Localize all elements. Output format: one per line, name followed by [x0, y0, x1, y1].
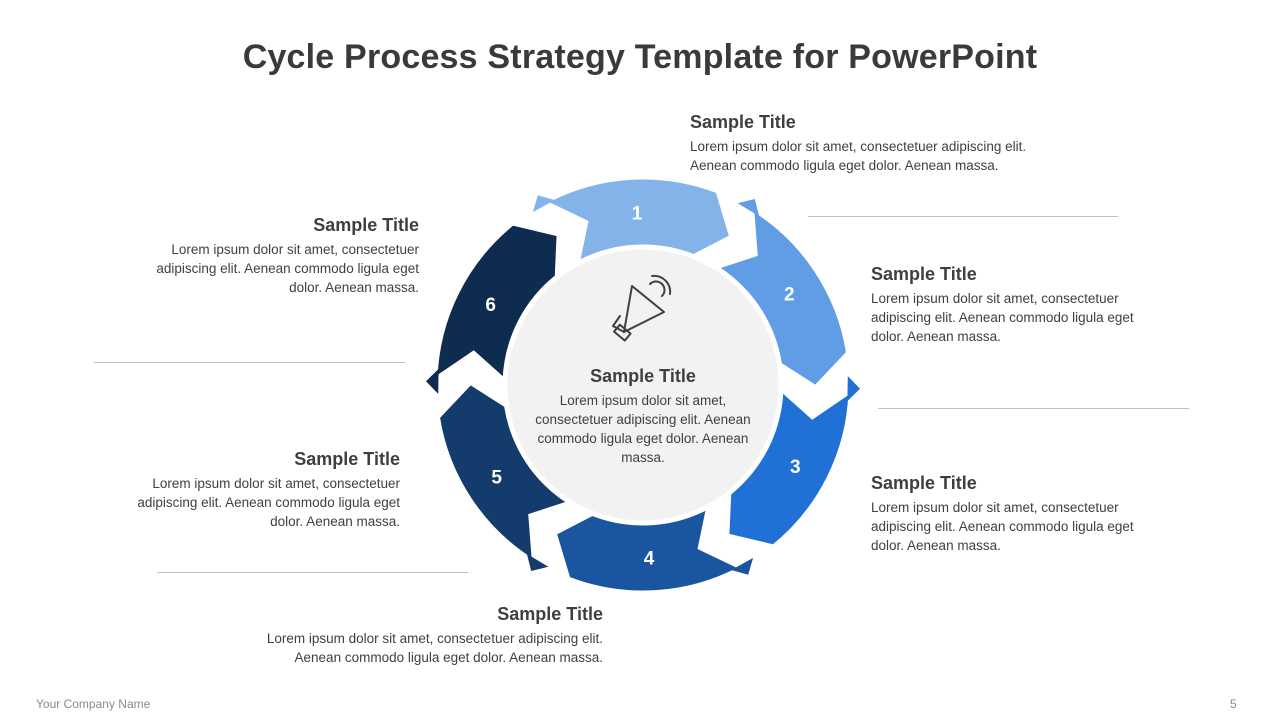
item-3-line-3: dolor. Aenean massa.: [871, 538, 1001, 553]
cycle-marker-4: [731, 557, 754, 575]
item-5-title: Sample Title: [294, 449, 400, 469]
item-5-line-1: Lorem ipsum dolor sit amet, consectetuer: [152, 476, 400, 491]
item-3-line-1: Lorem ipsum dolor sit amet, consectetuer: [871, 500, 1119, 515]
item-3-block: Sample Title Lorem ipsum dolor sit amet,…: [871, 473, 1191, 555]
cycle-marker-2: [737, 199, 760, 217]
divider-5: [94, 362, 405, 363]
item-3-line-2: adipiscing elit. Aenean commodo ligula e…: [871, 519, 1134, 534]
item-1-block: Sample Title Lorem ipsum dolor sit amet,…: [690, 112, 1110, 175]
item-6-block: Sample Title Lorem ipsum dolor sit amet,…: [99, 215, 419, 297]
cycle-marker-3: [847, 376, 860, 402]
item-2-line-3: dolor. Aenean massa.: [871, 329, 1001, 344]
segment-number-4: 4: [644, 548, 655, 569]
item-2-line-2: adipiscing elit. Aenean commodo ligula e…: [871, 310, 1134, 325]
divider-4: [157, 572, 468, 573]
cycle-marker-1: [532, 195, 555, 213]
item-4-block: Sample Title Lorem ipsum dolor sit amet,…: [183, 604, 603, 667]
megaphone-icon: [612, 274, 672, 342]
center-description: Lorem ipsum dolor sit amet, consectetuer…: [535, 393, 751, 465]
cycle-marker-5: [526, 553, 549, 571]
segment-number-2: 2: [784, 285, 795, 306]
segment-number-1: 1: [632, 204, 643, 225]
item-4-line-2: Aenean commodo ligula eget dolor. Aenean…: [294, 650, 603, 665]
item-3-title: Sample Title: [871, 473, 977, 493]
item-1-line-2: Aenean commodo ligula eget dolor. Aenean…: [690, 158, 999, 173]
center-circle: [502, 244, 784, 526]
item-6-line-2: adipiscing elit. Aenean commodo ligula e…: [156, 261, 419, 276]
page-number: 5: [1230, 697, 1237, 711]
item-5-line-3: dolor. Aenean massa.: [270, 514, 400, 529]
divider-1: [808, 216, 1118, 217]
divider-2: [878, 408, 1189, 409]
segment-number-6: 6: [485, 295, 496, 316]
item-6-line-1: Lorem ipsum dolor sit amet, consectetuer: [171, 242, 419, 257]
item-2-block: Sample Title Lorem ipsum dolor sit amet,…: [871, 264, 1191, 346]
item-6-title: Sample Title: [313, 215, 419, 235]
item-4-line-1: Lorem ipsum dolor sit amet, consectetuer…: [266, 631, 603, 646]
item-6-line-3: dolor. Aenean massa.: [289, 280, 419, 295]
cycle-marker-6: [426, 368, 439, 394]
slide-title: Cycle Process Strategy Template for Powe…: [242, 38, 1038, 76]
center-title: Sample Title: [590, 366, 696, 386]
item-5-line-2: adipiscing elit. Aenean commodo ligula e…: [137, 495, 400, 510]
item-5-block: Sample Title Lorem ipsum dolor sit amet,…: [80, 449, 400, 531]
item-2-title: Sample Title: [871, 264, 977, 284]
item-1-title: Sample Title: [690, 112, 796, 132]
item-2-line-1: Lorem ipsum dolor sit amet, consectetuer: [871, 291, 1119, 306]
item-1-line-1: Lorem ipsum dolor sit amet, consectetuer…: [690, 139, 1027, 154]
footer-company-name: Your Company Name: [36, 697, 151, 711]
segment-number-5: 5: [491, 467, 502, 488]
center-text-block: Sample Title Lorem ipsum dolor sit amet,…: [520, 366, 766, 467]
item-4-title: Sample Title: [497, 604, 603, 624]
segment-number-3: 3: [790, 457, 801, 478]
